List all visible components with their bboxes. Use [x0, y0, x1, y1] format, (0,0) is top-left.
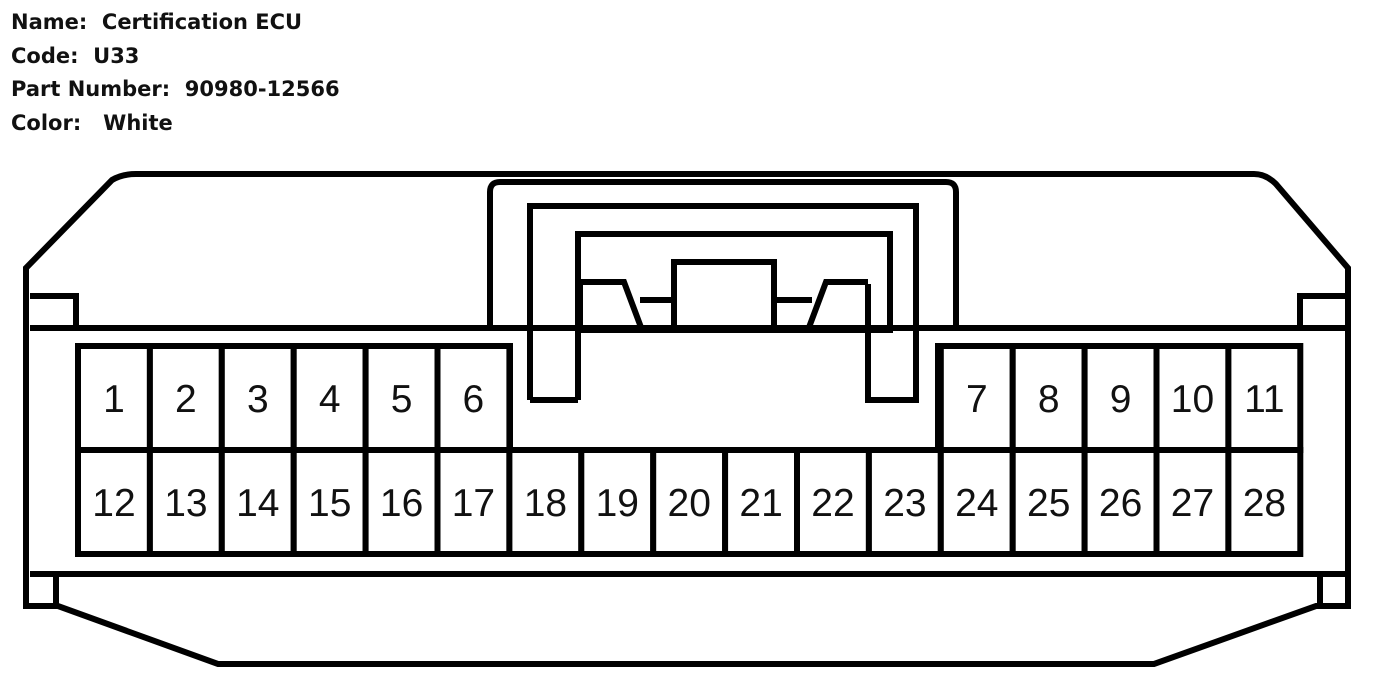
pin-number: 11	[1244, 378, 1285, 421]
color-label: Color:	[11, 110, 82, 135]
pin-18: 18	[506, 447, 585, 557]
pin-13: 13	[146, 447, 225, 557]
pin-6: 6	[434, 343, 513, 453]
connector-info: Name: Certification ECU Code: U33 Part N…	[11, 6, 340, 140]
color-value: White	[103, 110, 173, 135]
pin-cavity	[1009, 447, 1088, 557]
pin-24: 24	[937, 447, 1016, 557]
pin-11: 11	[1225, 343, 1304, 453]
pin-number: 20	[668, 482, 711, 525]
pin-2: 2	[146, 343, 225, 453]
pin-number: 22	[811, 482, 854, 525]
pin-7: 7	[937, 343, 1016, 453]
pin-number: 14	[236, 482, 279, 525]
lock-tab-outer	[487, 179, 959, 328]
pin-10: 10	[1153, 343, 1232, 453]
pin-number: 25	[1027, 482, 1070, 525]
pin-20: 20	[650, 447, 729, 557]
pin-cavity	[578, 447, 657, 557]
housing-outline	[23, 171, 1351, 667]
pin-23: 23	[865, 447, 944, 557]
part-number-value: 90980-12566	[184, 77, 340, 101]
pin-number: 18	[524, 482, 567, 525]
pin-number: 12	[92, 482, 135, 525]
color-row: Color: White	[11, 107, 340, 141]
part-number-row: Part Number: 90980-12566	[11, 73, 340, 107]
pin-17: 17	[434, 447, 513, 557]
pin-cavity	[1081, 447, 1160, 557]
part-number-label: Part Number:	[11, 77, 171, 101]
pin-26: 26	[1081, 447, 1160, 557]
pin-number: 13	[164, 482, 207, 525]
pin-4: 4	[290, 343, 369, 453]
pin-12: 12	[75, 447, 153, 557]
pin-number: 2	[175, 378, 197, 421]
pin-14: 14	[218, 447, 297, 557]
pin-22: 22	[794, 447, 872, 557]
pin-8: 8	[1009, 343, 1088, 453]
pin-15: 15	[290, 447, 369, 557]
pin-16: 16	[362, 447, 441, 557]
pin-3: 3	[218, 343, 297, 453]
pin-cavity	[146, 343, 225, 453]
pin-25: 25	[1009, 447, 1088, 557]
code-value: U33	[93, 43, 140, 68]
pin-21: 21	[722, 447, 800, 557]
pin-number: 6	[463, 378, 485, 421]
pin-9: 9	[1081, 343, 1160, 453]
name-value: Certification ECU	[101, 10, 303, 34]
pin-number: 26	[1099, 482, 1142, 525]
pin-number: 9	[1110, 378, 1132, 421]
pin-cavity	[218, 343, 297, 453]
pin-number: 5	[391, 378, 413, 421]
lock-latch	[577, 259, 868, 332]
pin-cavity	[1225, 447, 1304, 557]
pin-number: 1	[103, 378, 125, 421]
pin-number: 16	[380, 482, 423, 525]
code-row: Code: U33	[11, 40, 340, 74]
pin-number: 27	[1171, 482, 1214, 525]
pin-number: 17	[452, 482, 495, 525]
pin-number: 3	[247, 378, 269, 421]
pin-19: 19	[578, 447, 657, 557]
pin-number: 4	[319, 378, 341, 421]
pin-number: 19	[596, 482, 639, 525]
pin-number: 15	[308, 482, 351, 525]
pin-number: 7	[966, 378, 988, 421]
code-label: Code:	[11, 43, 79, 68]
pin-cavity	[1153, 343, 1232, 453]
pin-28: 28	[1225, 447, 1304, 557]
name-label: Name:	[11, 10, 88, 34]
pin-number: 8	[1038, 378, 1060, 421]
pin-number: 24	[955, 482, 998, 525]
pin-5: 5	[362, 343, 441, 453]
pin-cavity	[937, 447, 1016, 557]
pin-number: 10	[1171, 378, 1214, 421]
name-row: Name: Certification ECU	[11, 6, 340, 40]
lock-tab-frame	[527, 203, 919, 403]
pin-27: 27	[1153, 447, 1232, 557]
pin-1: 1	[75, 343, 153, 453]
pin-number: 21	[739, 482, 782, 525]
pin-number: 28	[1243, 482, 1286, 525]
pin-number: 23	[883, 482, 926, 525]
pin-cavity	[434, 447, 513, 557]
